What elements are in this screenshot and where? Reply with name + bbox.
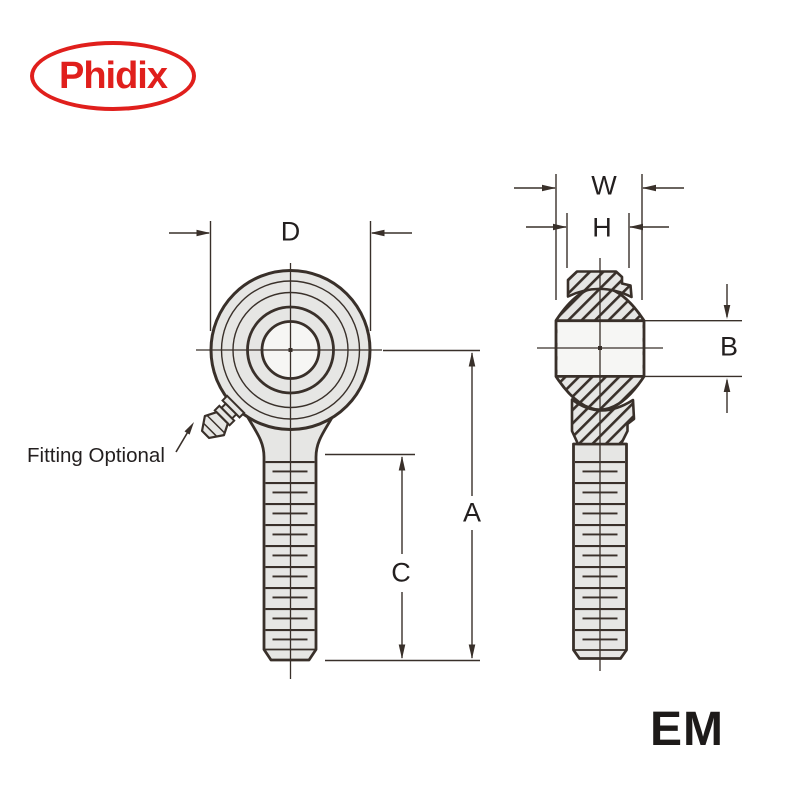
side-center-mark: [598, 346, 602, 350]
fitting-leader-arrow: [175, 422, 194, 453]
fitting-optional-note: Fitting Optional: [27, 444, 165, 467]
series-code-label: EM: [650, 703, 724, 756]
dimension-h: [526, 213, 669, 268]
dimension-d-label: D: [280, 216, 301, 247]
dimension-d: [169, 221, 412, 331]
dimension-w-label: W: [591, 170, 617, 201]
phidix-logo-text: Phidix: [58, 55, 168, 97]
dimension-b-label: B: [719, 331, 739, 362]
dimension-c-label: C: [391, 557, 411, 588]
dimension-b: [643, 284, 742, 413]
side-view: [537, 258, 663, 671]
dimension-h-label: H: [592, 212, 612, 243]
phidix-logo: Phidix: [30, 41, 196, 111]
dimension-a-label: A: [462, 497, 482, 528]
dimension-c: [325, 453, 415, 659]
grease-fitting: [200, 394, 246, 440]
front-view: [175, 263, 382, 679]
dimension-w: [514, 174, 684, 300]
front-center-mark: [288, 348, 293, 352]
dimension-a: [325, 349, 480, 662]
